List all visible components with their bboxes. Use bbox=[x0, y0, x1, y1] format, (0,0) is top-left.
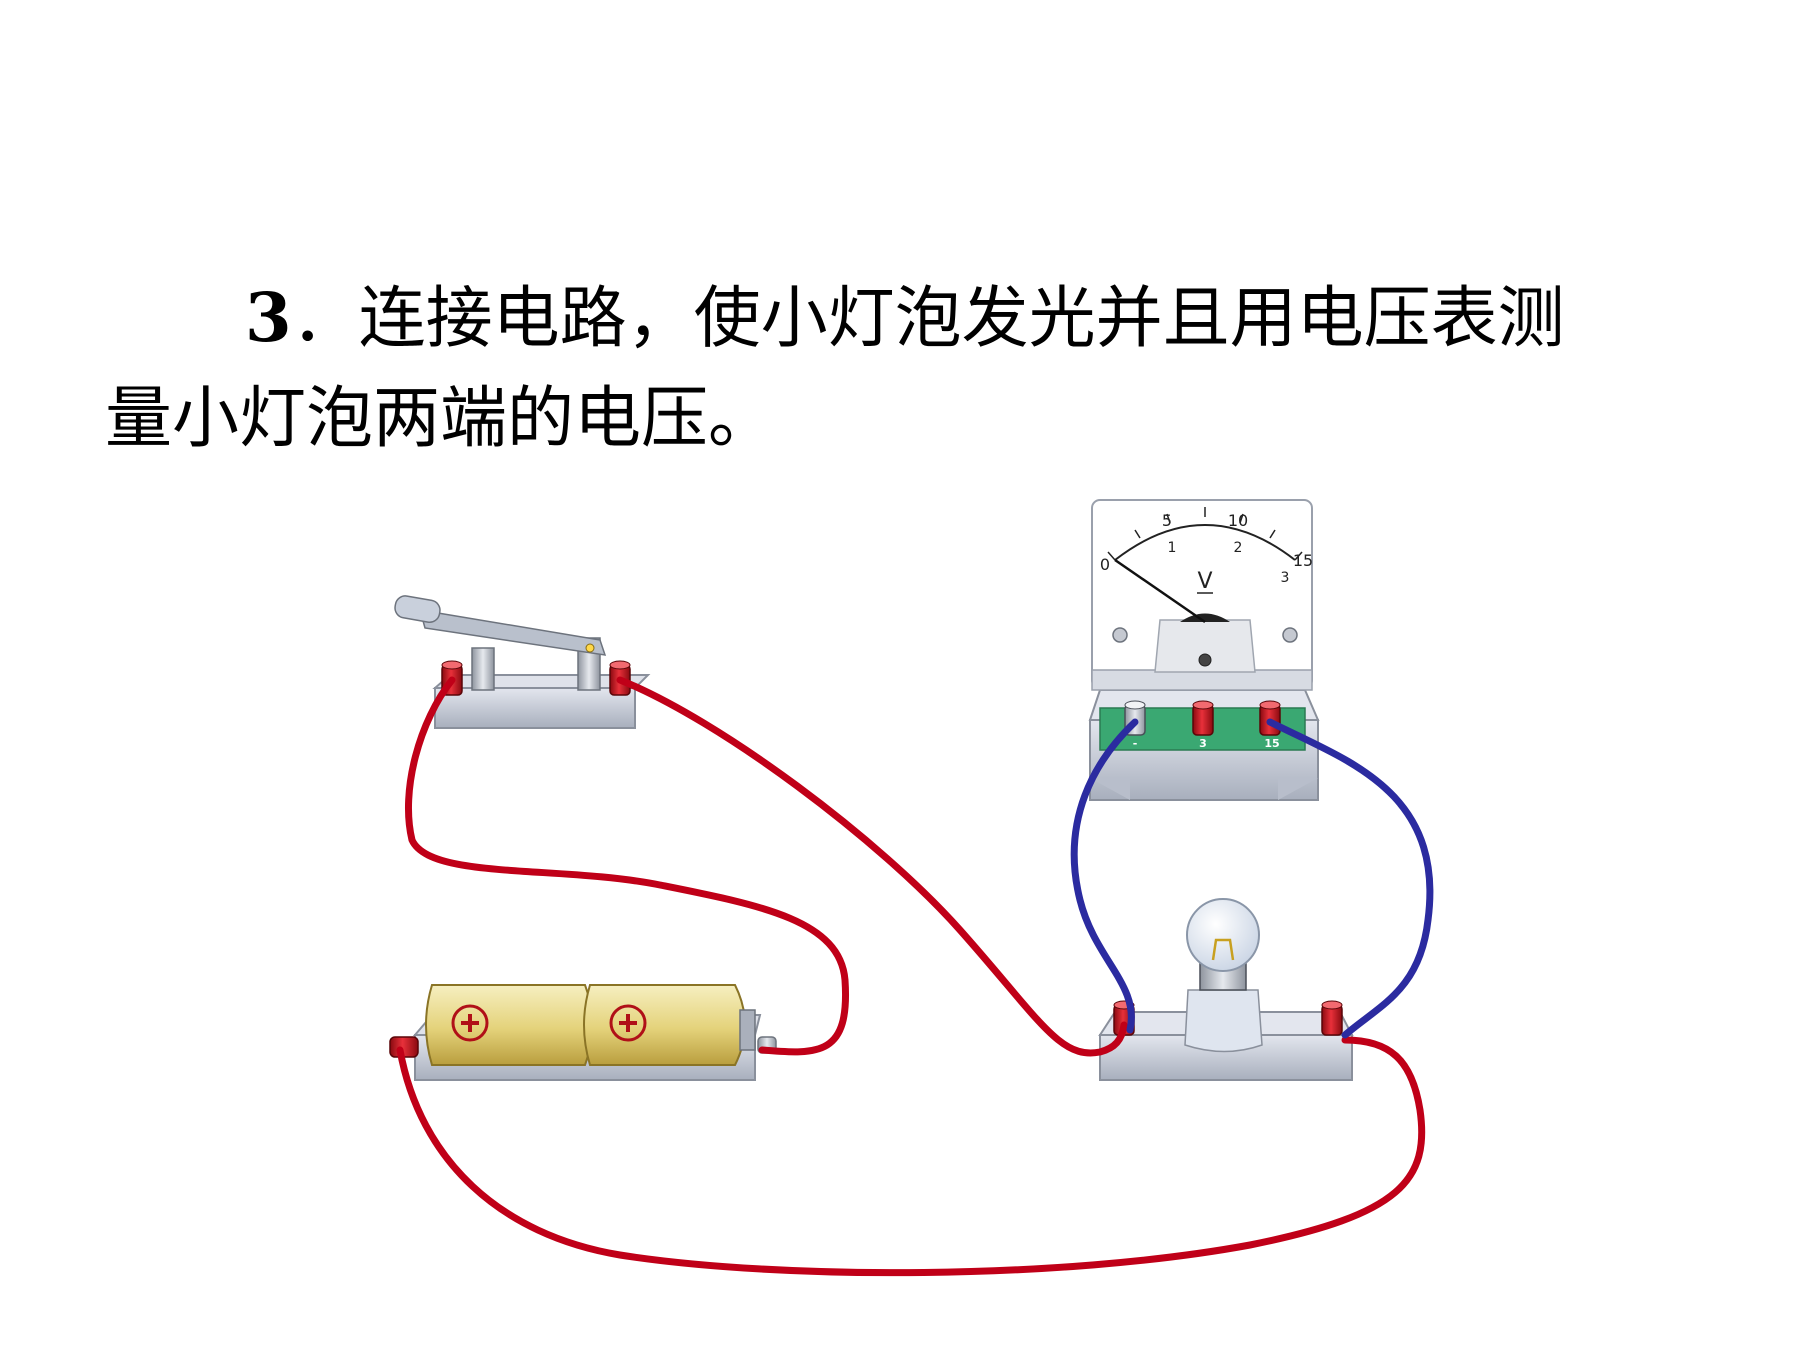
plus-icon bbox=[609, 1004, 647, 1042]
lamp-socket bbox=[1184, 989, 1263, 1053]
voltmeter-terminal-15[interactable] bbox=[1259, 700, 1281, 736]
light-bulb-icon bbox=[1186, 898, 1260, 972]
voltmeter-lower-label-1: 1 bbox=[1168, 540, 1177, 556]
voltmeter: 0 5 10 15 1 2 3 V - 3 15 bbox=[1088, 499, 1320, 801]
plus-icon bbox=[451, 1004, 489, 1042]
knife-switch[interactable] bbox=[393, 594, 651, 729]
switch-base bbox=[434, 687, 636, 729]
voltmeter-pivot bbox=[1180, 613, 1230, 622]
voltmeter-terminal-3[interactable] bbox=[1192, 700, 1214, 736]
instruction-line-1-text: 连接电路，使小灯泡发光并且用电压表测 bbox=[358, 279, 1565, 357]
battery-end-clip bbox=[739, 1009, 756, 1051]
voltmeter-screw-left-icon bbox=[1112, 627, 1128, 643]
battery-cell-1 bbox=[425, 984, 594, 1066]
wires bbox=[396, 676, 1434, 1277]
lamp-filament bbox=[1211, 938, 1235, 961]
lamp-holder bbox=[1098, 898, 1354, 1081]
question-separator: ． bbox=[291, 279, 359, 357]
voltmeter-feet bbox=[1090, 778, 1318, 800]
voltmeter-zero-adjust-screw-icon[interactable] bbox=[1198, 653, 1212, 667]
voltmeter-needle bbox=[1114, 558, 1206, 624]
plus-sign-icon bbox=[461, 1014, 479, 1032]
red-wire-switch-to-lamp[interactable] bbox=[616, 676, 1128, 1057]
voltmeter-terminal-label-15: 15 bbox=[1264, 737, 1279, 750]
instruction-line-1: 3．连接电路，使小灯泡发光并且用电压表测 bbox=[105, 268, 1705, 368]
voltmeter-lower-label-3: 3 bbox=[1281, 570, 1290, 586]
voltmeter-scale-arc bbox=[1114, 524, 1296, 561]
red-wire-switch-to-battery[interactable] bbox=[404, 676, 850, 1056]
instruction-line-2: 量小灯泡两端的电压。 bbox=[105, 379, 775, 457]
voltmeter-screw-right-icon bbox=[1282, 627, 1298, 643]
battery-cell-2 bbox=[583, 984, 746, 1066]
voltmeter-unit-symbol: V bbox=[1197, 569, 1212, 594]
battery-holder bbox=[389, 984, 777, 1081]
lamp-terminal-right[interactable] bbox=[1321, 1000, 1343, 1036]
red-wire-battery-to-lamp[interactable] bbox=[396, 1036, 1426, 1277]
voltmeter-terminal-label-minus: - bbox=[1133, 737, 1138, 750]
voltmeter-scale-ticks bbox=[1107, 507, 1303, 561]
switch-hinge-post bbox=[471, 647, 495, 691]
voltmeter-zero-label: 0 bbox=[1100, 555, 1110, 574]
instruction-text: 3．连接电路，使小灯泡发光并且用电压表测 量小灯泡两端的电压。 bbox=[105, 268, 1705, 468]
blue-wire-voltmeter-minus-to-lamp[interactable] bbox=[1070, 718, 1139, 1034]
voltmeter-terminal-label-3: 3 bbox=[1199, 737, 1207, 750]
voltmeter-face-bottom bbox=[1091, 669, 1313, 691]
question-number: 3 bbox=[245, 278, 292, 357]
voltmeter-lower-label-2: 2 bbox=[1234, 540, 1243, 556]
plus-sign-icon bbox=[619, 1014, 637, 1032]
voltmeter-upper-label-5: 5 bbox=[1162, 511, 1172, 530]
voltmeter-upper-label-15: 15 bbox=[1293, 551, 1313, 570]
voltmeter-upper-label-10: 10 bbox=[1228, 511, 1248, 530]
switch-rivet bbox=[585, 643, 595, 653]
switch-blade[interactable] bbox=[418, 609, 607, 656]
blue-wire-voltmeter-15-to-lamp[interactable] bbox=[1266, 718, 1434, 1039]
switch-handle-icon[interactable] bbox=[393, 594, 441, 623]
